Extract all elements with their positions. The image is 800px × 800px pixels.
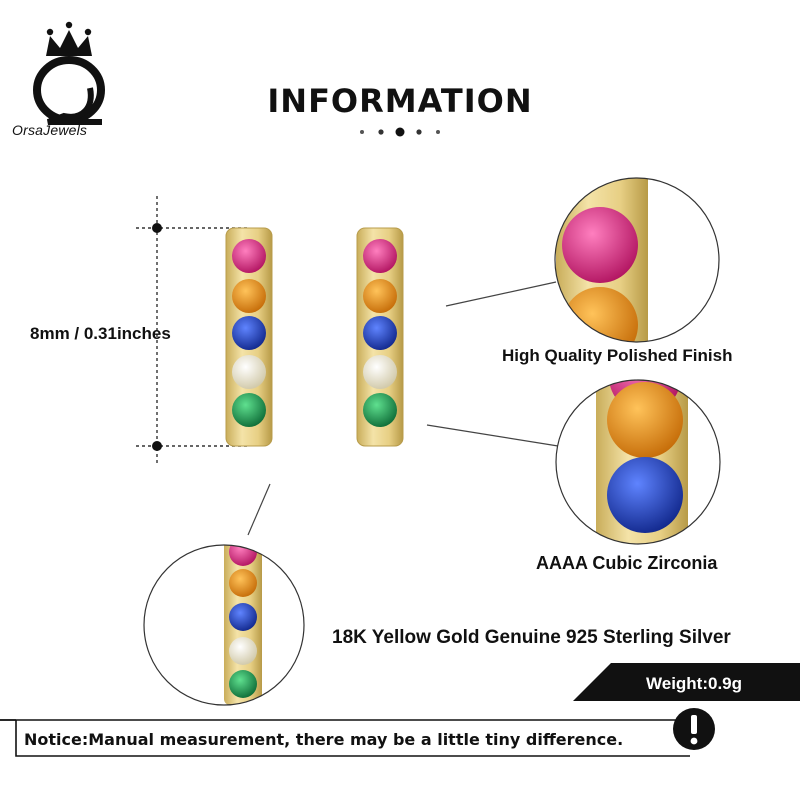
earring-left (225, 227, 273, 447)
page-title: INFORMATION (267, 82, 533, 120)
notice-bar (0, 711, 800, 761)
zoom-circle-material (143, 544, 305, 706)
exclamation-icon (672, 707, 716, 751)
title-dots-divider (0, 126, 800, 138)
dimension-label: 8mm / 0.31inches (30, 324, 171, 343)
zoom-circle-zirconia (555, 379, 721, 545)
callout-lines (247, 281, 559, 536)
notice-text: Notice:Manual measurement, there may be … (24, 730, 624, 749)
feature-zirconia-label: AAAA Cubic Zirconia (536, 553, 718, 573)
brand-name: OrsaJewels (12, 122, 88, 138)
feature-finish-label: High Quality Polished Finish (502, 346, 733, 365)
earring-right (356, 227, 404, 447)
weight-badge (573, 663, 800, 701)
zoom-circle-finish (554, 177, 720, 343)
brand-logo (14, 10, 124, 140)
dimension-markers (136, 196, 250, 465)
crown-o-logo-icon (33, 21, 105, 125)
weight-label: Weight:0.9g (646, 674, 743, 693)
feature-material-label: 18K Yellow Gold Genuine 925 Sterling Sil… (332, 627, 731, 648)
